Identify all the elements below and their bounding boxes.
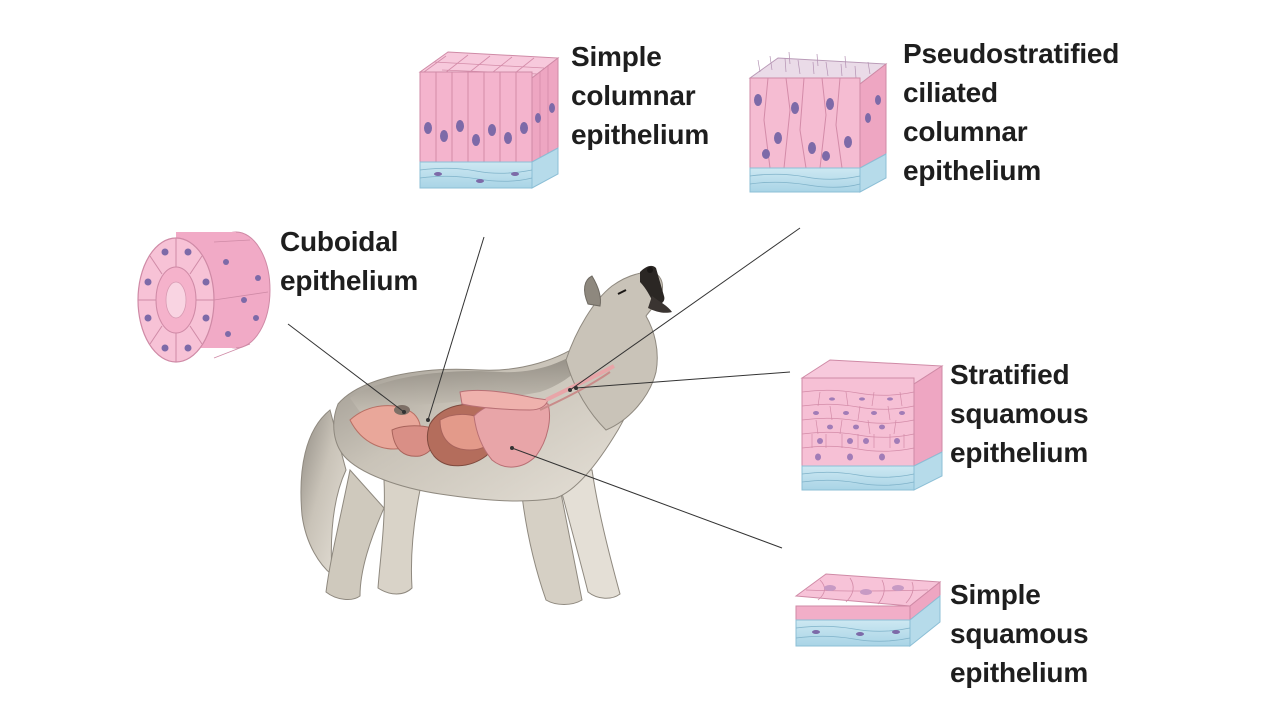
label-line: Stratified bbox=[950, 359, 1070, 390]
label-line: squamous bbox=[950, 618, 1089, 649]
wolf-illustration bbox=[300, 265, 672, 605]
simple-squamous-illustration bbox=[794, 573, 942, 648]
label-line: Cuboidal bbox=[280, 226, 399, 257]
stratified-squamous-illustration bbox=[800, 359, 944, 491]
label-stratified-squamous: Stratified squamous epithelium bbox=[950, 355, 1089, 472]
leader-lines bbox=[287, 227, 801, 549]
leader-line-simple-columnar bbox=[427, 236, 485, 421]
label-line: Simple bbox=[571, 41, 662, 72]
label-line: epithelium bbox=[950, 657, 1089, 688]
label-pseudostratified: Pseudostratified ciliated columnar epith… bbox=[903, 34, 1119, 190]
label-line: epithelium bbox=[280, 265, 419, 296]
label-line: squamous bbox=[950, 398, 1089, 429]
label-line: Simple bbox=[950, 579, 1041, 610]
label-simple-squamous: Simple squamous epithelium bbox=[950, 575, 1089, 692]
cuboidal-illustration bbox=[137, 231, 271, 363]
label-line: epithelium bbox=[903, 155, 1042, 186]
leader-line-cuboidal bbox=[287, 323, 405, 413]
label-line: epithelium bbox=[571, 119, 710, 150]
label-line: ciliated bbox=[903, 77, 998, 108]
label-cuboidal: Cuboidal epithelium bbox=[280, 222, 418, 300]
label-line: Pseudostratified bbox=[903, 38, 1120, 69]
label-simple-columnar: Simple columnar epithelium bbox=[571, 37, 709, 154]
leader-line-stratified-squamous bbox=[575, 371, 791, 389]
label-line: columnar bbox=[903, 116, 1028, 147]
label-line: epithelium bbox=[950, 437, 1089, 468]
leader-line-pseudostratified bbox=[569, 227, 801, 391]
pseudostratified-illustration bbox=[748, 51, 888, 193]
leader-dots bbox=[402, 386, 578, 450]
leader-line-simple-squamous bbox=[511, 447, 783, 549]
simple-columnar-illustration bbox=[418, 51, 560, 189]
label-line: columnar bbox=[571, 80, 696, 111]
